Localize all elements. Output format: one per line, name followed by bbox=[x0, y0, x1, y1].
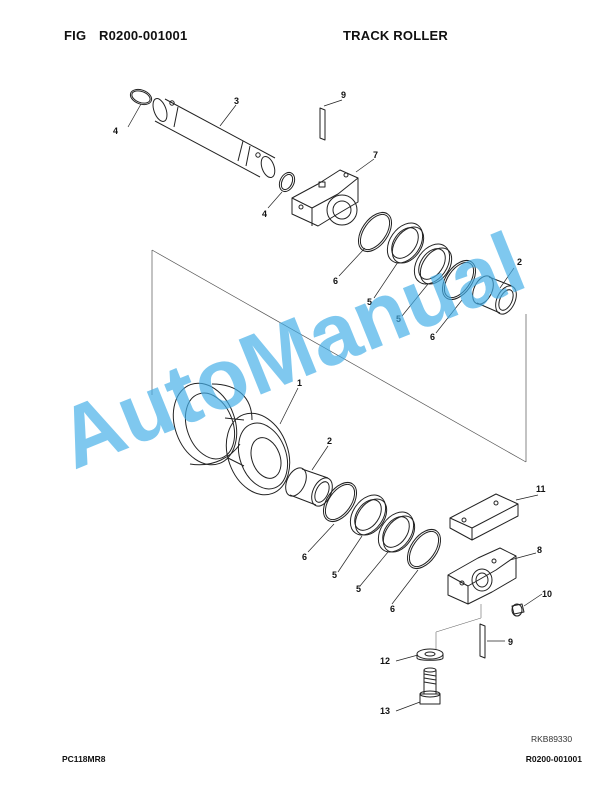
callout-8: 8 bbox=[537, 545, 542, 555]
callout-2-lower: 2 bbox=[327, 436, 332, 446]
callout-4-lower: 4 bbox=[262, 209, 267, 219]
callout-6-lower-b: 6 bbox=[390, 604, 395, 614]
shaft-3 bbox=[152, 98, 276, 179]
callout-6-lower-a: 6 bbox=[302, 552, 307, 562]
centerline bbox=[435, 604, 482, 650]
callout-2-upper: 2 bbox=[517, 257, 522, 267]
callout-12: 12 bbox=[380, 656, 390, 666]
figure-code: R0200-001001 bbox=[99, 28, 188, 43]
footer-page-code: R0200-001001 bbox=[525, 754, 582, 764]
o-ring-6-upper-a bbox=[357, 211, 393, 253]
track-roller-1 bbox=[172, 382, 291, 496]
callout-5-upper-a: 5 bbox=[367, 297, 372, 307]
bolt-13 bbox=[419, 667, 441, 705]
floating-seal-5-lower-a bbox=[349, 494, 388, 536]
pin-9-upper bbox=[319, 107, 326, 141]
callout-4-upper: 4 bbox=[113, 126, 118, 136]
callout-3: 3 bbox=[234, 96, 239, 106]
callout-5-lower-b: 5 bbox=[356, 584, 361, 594]
watermark: AutoManual bbox=[45, 214, 537, 487]
pin-9-lower bbox=[479, 623, 486, 659]
collar-8 bbox=[447, 547, 517, 605]
o-ring-6-upper-b bbox=[441, 259, 477, 301]
plate-11 bbox=[449, 493, 519, 541]
callout-5-upper-b: 5 bbox=[396, 314, 401, 324]
callout-9-upper: 9 bbox=[341, 90, 346, 100]
plug-10 bbox=[511, 603, 525, 617]
callout-6-upper-a: 6 bbox=[333, 276, 338, 286]
callout-10: 10 bbox=[542, 589, 552, 599]
footer-model: PC118MR8 bbox=[62, 754, 106, 764]
fig-label: FIG bbox=[64, 28, 87, 43]
callout-13: 13 bbox=[380, 706, 390, 716]
callout-9-lower: 9 bbox=[508, 637, 513, 647]
floating-seal-5-upper-b bbox=[413, 243, 453, 285]
washer-12 bbox=[416, 648, 444, 661]
o-ring-4-upper bbox=[129, 88, 153, 106]
bushing-2-upper bbox=[472, 275, 517, 315]
o-ring-6-lower-b bbox=[406, 528, 442, 570]
page-title: TRACK ROLLER bbox=[343, 28, 448, 43]
floating-seal-5-lower-b bbox=[377, 511, 416, 553]
callout-7: 7 bbox=[373, 150, 378, 160]
assembly-frame bbox=[151, 249, 527, 463]
floating-seal-5-upper-a bbox=[386, 222, 425, 264]
bushing-2-lower bbox=[285, 467, 333, 507]
callout-11: 11 bbox=[536, 484, 546, 494]
callout-1: 1 bbox=[297, 378, 302, 388]
o-ring-4-lower bbox=[278, 171, 296, 193]
collar-7 bbox=[291, 169, 359, 227]
callout-6-upper-b: 6 bbox=[430, 332, 435, 342]
callout-5-lower-a: 5 bbox=[332, 570, 337, 580]
drawing-reference: RKB89330 bbox=[531, 734, 573, 744]
o-ring-6-lower-a bbox=[322, 481, 358, 523]
